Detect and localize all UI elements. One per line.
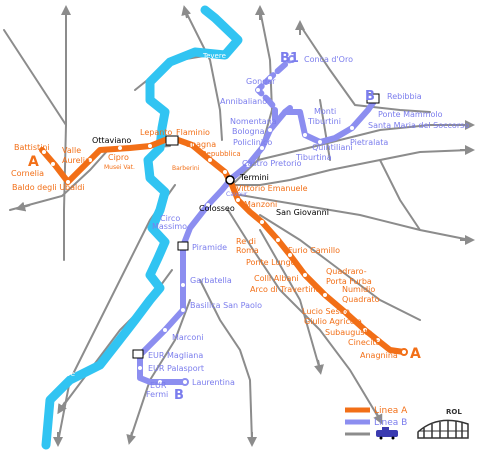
station-lepanto: Lepanto — [140, 128, 172, 137]
station-annibaliano: Annibaliano — [220, 97, 267, 106]
station-san-giovanni: San Giovanni — [276, 208, 329, 217]
train-icon — [376, 427, 398, 440]
station-dots — [42, 76, 380, 384]
line-b-south-marker: B — [174, 388, 184, 403]
station-cavour: Cavour — [226, 191, 248, 198]
station-laurentina: Laurentina — [192, 378, 235, 387]
station-spagna: Spagna — [186, 140, 216, 149]
station-policlinico: Policlinico — [233, 138, 272, 147]
line-b-east — [282, 97, 378, 145]
railway-east-short-2 — [379, 159, 421, 231]
station-marconi: Marconi — [172, 333, 204, 342]
railway-east-short — [259, 229, 321, 371]
station-re-di-roma-1: Re di — [236, 237, 256, 246]
station-gondar: Gondar — [246, 77, 276, 86]
station-tiburtina: Tiburtina — [295, 153, 332, 162]
line-b1-marker: B1 — [280, 51, 299, 66]
station-valle-aurelia-1: Valle — [62, 146, 81, 155]
legend-line-a: Linea A — [374, 406, 408, 416]
railway-south-east-2 — [259, 214, 421, 321]
station-santa-maria-soccorso: Santa Maria del Soccorso — [368, 121, 469, 130]
station-ponte-mammolo: Ponte Mammolo — [378, 110, 443, 119]
river-tevere — [41, 5, 243, 450]
station-ottaviano: Ottaviano — [92, 136, 131, 145]
station-circo-massimo-1: Circo — [160, 214, 180, 223]
railway-west-vertical — [63, 9, 67, 261]
railway-viterbo — [3, 29, 67, 126]
railway-tiburtina — [257, 124, 471, 161]
station-basilica-san-paolo: Basilica San Paolo — [190, 301, 262, 310]
station-circo-massimo-2: Massimo — [152, 222, 187, 231]
station-lucio-sestio: Lucio Sestio — [302, 307, 350, 316]
railway-termini-east — [231, 149, 471, 186]
station-garbatella: Garbatella — [190, 276, 232, 285]
river-label-north: Tevere — [202, 52, 226, 60]
station-colosseo: Colosseo — [199, 204, 235, 213]
station-baldo-ubaldi: Baldo degli Ubaldi — [12, 183, 85, 192]
railway-ostia — [199, 279, 253, 443]
railway-arrows — [15, 5, 475, 447]
station-eur-palasport: EUR Palasport — [148, 364, 204, 373]
station-monti-tiburtini-1: Monti — [314, 107, 336, 116]
station-cinecitta: Cinecittà — [348, 338, 384, 347]
station-eur-fermi-2: Fermi — [146, 390, 168, 399]
legend-line-b: Linea B — [374, 418, 407, 428]
line-a-west-marker: A — [28, 154, 39, 170]
station-flaminio: Flaminio — [176, 128, 210, 137]
line-a-labels: Battistini Cornelia Baldo degli Ubaldi V… — [11, 128, 398, 360]
railway-northeast-2 — [299, 24, 431, 113]
station-subaugusta: Subaugusta — [325, 328, 373, 337]
station-re-di-roma-2: Roma — [236, 246, 259, 255]
station-furio-camillo: Furio Camillo — [288, 246, 340, 255]
station-anagnina: Anagnina — [360, 351, 398, 360]
line-b-labels: Conca d'Oro Gondar Annibaliano Nomentana… — [146, 55, 469, 399]
interchange-labels: Ottaviano Termini San Giovanni Colosseo — [92, 136, 329, 217]
colosseum-logo: ROL — [417, 408, 469, 439]
station-repubblica: Repubblica — [202, 150, 241, 158]
station-castro-pretorio: Castro Pretorio — [242, 159, 302, 168]
railway-east-grid — [319, 99, 331, 161]
station-ponte-lungo: Ponte Lungo — [246, 258, 296, 267]
station-manzoni: Manzoni — [244, 200, 277, 209]
station-valle-aurelia-2: Aurelia — [62, 156, 90, 165]
station-monti-tiburtini-2: Tiburtini — [307, 117, 341, 126]
railway-southwest — [129, 299, 191, 441]
river-label-south: Tevere — [51, 370, 75, 378]
station-termini: Termini — [239, 173, 269, 182]
line-a-east-marker: A — [410, 346, 421, 362]
station-eur-fermi-1: EUR — [150, 381, 167, 390]
station-giulio-agricola: Giulio Agricola — [304, 317, 362, 326]
station-eur-magliana: EUR Magliana — [148, 351, 203, 360]
line-b-east-marker: B — [365, 89, 375, 104]
station-pietralata: Pietralata — [350, 138, 388, 147]
station-nomentana: Nomentana — [230, 117, 277, 126]
station-vittorio-emanuele: Vittorio Emanuele — [236, 184, 308, 193]
railway-north-diagonal — [184, 9, 223, 141]
line-b1 — [255, 57, 293, 123]
station-battistini: Battistini — [14, 143, 50, 152]
logo-text: ROL — [446, 408, 462, 416]
station-colli-albani: Colli Albani — [254, 274, 299, 283]
legend: Linea A Linea B — [345, 406, 408, 440]
station-quintiliani: Quintiliani — [312, 143, 353, 152]
station-cipro-1: Cipro — [108, 153, 129, 162]
station-arco-travertino: Arco di Travertino — [250, 285, 321, 294]
station-barberini: Barberini — [172, 165, 200, 172]
station-rebibbia: Rebibbia — [387, 92, 422, 101]
station-piramide: Piramide — [192, 243, 227, 252]
station-cornelia: Cornelia — [11, 169, 44, 178]
station-cipro-2: Musei Vat. — [104, 164, 135, 171]
station-quadraro-2: Porta Furba — [326, 277, 372, 286]
station-quadraro-1: Quadraro- — [326, 267, 367, 276]
railway-south-east-1 — [227, 209, 381, 421]
railway-south-east-3 — [239, 194, 471, 241]
station-numidio-1: Numidio — [342, 285, 375, 294]
station-bologna: Bologna — [232, 127, 265, 136]
station-numidio-2: Quadrato — [342, 295, 380, 304]
station-conca-oro: Conca d'Oro — [304, 55, 353, 64]
interchanges — [132, 55, 408, 386]
